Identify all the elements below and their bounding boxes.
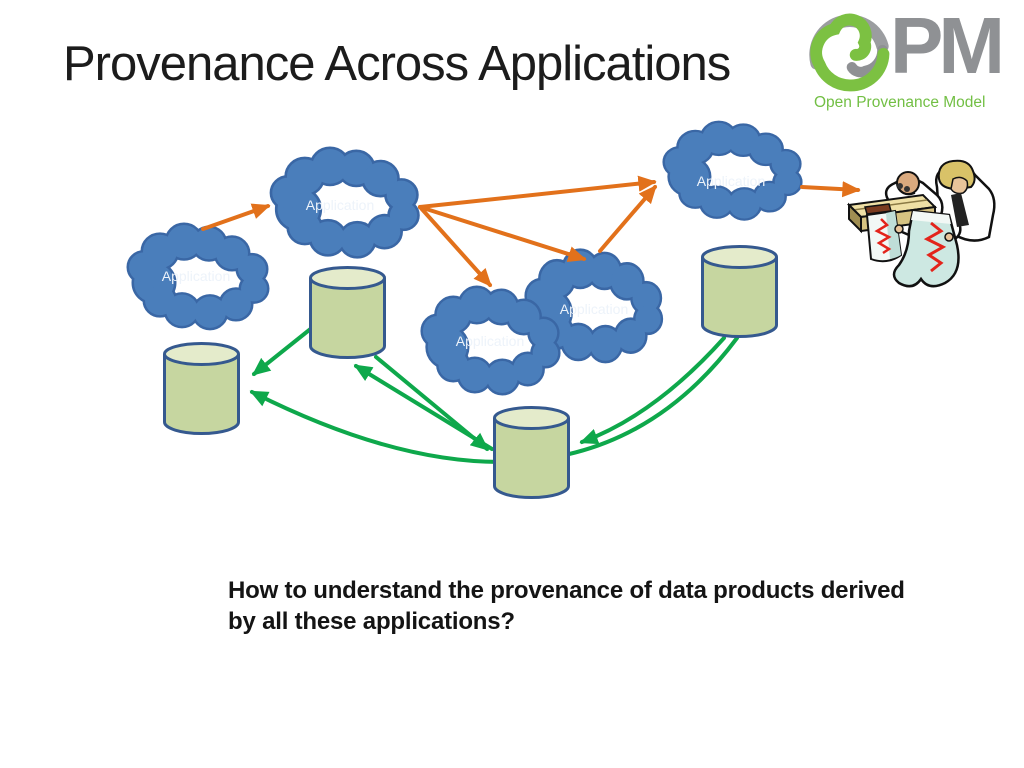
app-flow-arrow [201,203,271,231]
provenance-arrows [249,321,739,464]
question-text: How to understand the provenance of data… [228,575,988,637]
page-title: Provenance Across Applications [63,37,731,91]
cloud-label: Application [162,268,231,284]
cloud-label: Application [560,301,629,317]
provenance-arrow [374,355,490,451]
database-cylinder-icon [309,266,386,359]
provenance-arrow [579,336,726,445]
database-cylinder-icon [163,342,240,435]
app-flow-arrow [418,205,492,288]
app-flow-arrow [418,175,657,209]
scientists-clipart [846,159,996,288]
opm-swirl-icon [809,13,890,92]
app-flow-arrows [201,175,861,288]
cloud-label: Application [456,333,525,349]
database-cylinder-icon [701,245,778,338]
opm-caption: Open Provenance Model [814,94,986,111]
cloud-label: Application [306,197,375,213]
database-cylinder-icon [493,406,570,499]
opm-acronym: PM [890,1,1005,90]
provenance-arrow [251,321,320,376]
cloud-label: Application [697,173,766,189]
app-flow-arrow [800,181,861,198]
opm-logo: PM Open Provenance Model [806,1,1018,111]
question-line-1: How to understand the provenance of data… [228,577,905,604]
application-cloud-icon [665,123,800,219]
app-flow-arrow [598,184,657,253]
question-line-2: by all these applications? [228,608,515,635]
app-flow-arrow [418,205,587,262]
